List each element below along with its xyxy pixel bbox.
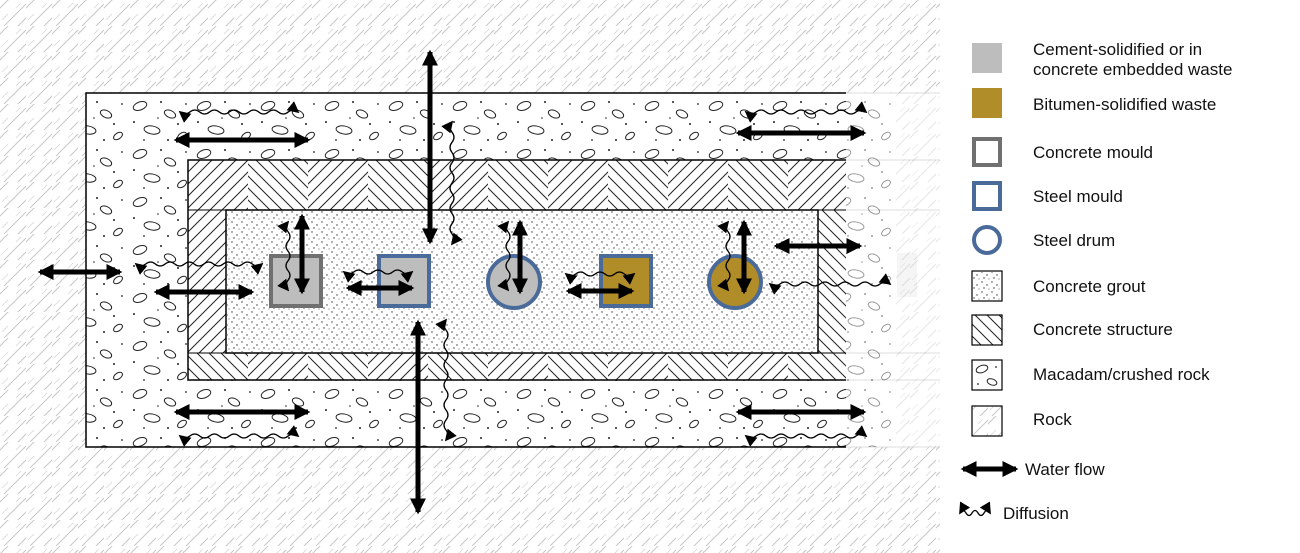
package-cement-steel-mould [377, 254, 431, 308]
legend-swatch-steel-mould [972, 181, 1002, 211]
legend-swatch-rock [971, 405, 1003, 437]
package-bitumen-steel-drum [707, 254, 763, 310]
legend-label-cement-waste-line1: Cement-solidified or in [1033, 40, 1202, 59]
diffusion-arrow [342, 269, 414, 283]
package-bitumen-steel-mould [599, 254, 653, 308]
legend-label-diffusion: Diffusion [1003, 504, 1069, 523]
legend-swatch-concrete-grout [971, 270, 1003, 302]
legend-label-rock: Rock [1033, 410, 1072, 429]
legend-label-bitumen-waste: Bitumen-solidified waste [1033, 95, 1216, 114]
diffusion-arrow [744, 101, 868, 123]
diffusion-arrow [768, 273, 892, 295]
legend-swatch-steel-drum [972, 225, 1002, 255]
diffusion-arrow [134, 261, 264, 275]
diffusion-arrow [178, 101, 300, 123]
package-cement-steel-drum [486, 254, 542, 310]
legend-swatch-concrete-structure [971, 314, 1003, 346]
legend-label-steel-mould: Steel mould [1033, 187, 1123, 206]
legend-swatch-cement-waste [972, 43, 1002, 73]
diffusion-arrow [178, 425, 300, 447]
diffusion-arrow [744, 425, 868, 447]
structure-continuation-faded [846, 92, 940, 448]
legend-label-concrete-structure: Concrete structure [1033, 320, 1173, 339]
legend: Cement-solidified or in concrete embedde… [959, 40, 1232, 523]
diffusion-arrow [497, 220, 511, 292]
diffusion-arrow [435, 318, 457, 442]
legend-label-macadam: Macadam/crushed rock [1033, 365, 1210, 384]
legend-swatch-bitumen-waste [972, 88, 1002, 118]
legend-label-concrete-grout: Concrete grout [1033, 277, 1146, 296]
legend-label-steel-drum: Steel drum [1033, 231, 1115, 250]
legend-label-concrete-mould: Concrete mould [1033, 143, 1153, 162]
package-cement-concrete-mould [269, 254, 323, 308]
diffusion-arrow [277, 220, 291, 292]
diffusion-arrow-icon [959, 501, 991, 517]
diffusion-arrow [564, 271, 636, 285]
diffusion-arrows [134, 101, 892, 447]
legend-label-water-flow: Water flow [1025, 460, 1105, 479]
diffusion-arrow [441, 120, 463, 246]
legend-swatch-macadam [971, 359, 1003, 391]
diffusion-arrow [717, 220, 731, 292]
legend-label-cement-waste-line2: concrete embedded waste [1033, 60, 1232, 79]
legend-swatch-concrete-mould [972, 137, 1002, 167]
water-flow-arrows [37, 49, 867, 515]
